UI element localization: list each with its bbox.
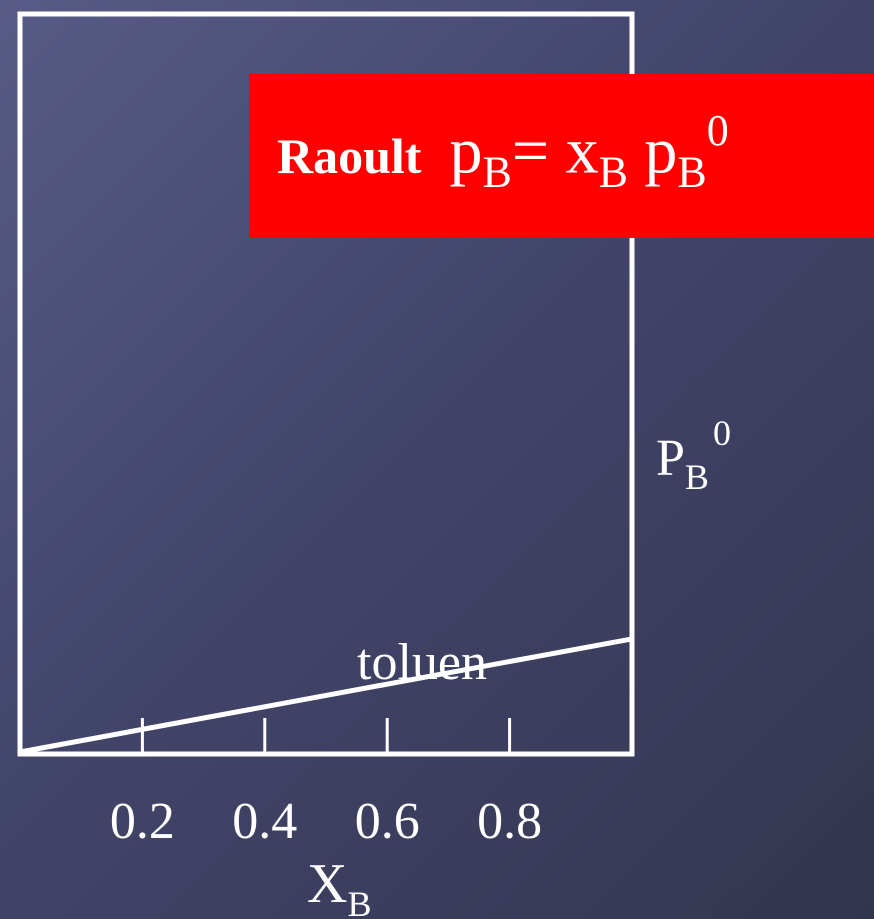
formula-term2-sub: B bbox=[677, 147, 707, 197]
x-tick-label-0: 0.2 bbox=[110, 793, 175, 850]
x-ticks bbox=[140, 718, 512, 752]
x-tick-label-2: 0.6 bbox=[355, 793, 420, 850]
formula-term1-sub: B bbox=[598, 147, 628, 197]
region-label: toluen bbox=[357, 634, 487, 691]
formula-term1: x bbox=[565, 114, 599, 188]
plot-frame bbox=[17, 11, 635, 757]
end-value-label: PB0 bbox=[656, 413, 731, 497]
x-tick-labels: 0.2 0.4 0.6 0.8 bbox=[110, 793, 542, 850]
formula-term2-sup: 0 bbox=[706, 106, 729, 156]
x-tick-label-1: 0.4 bbox=[232, 793, 297, 850]
series-line-0 bbox=[19, 636, 633, 755]
raoult-formula: pB= xB pB0 bbox=[449, 109, 728, 194]
x-tick-label-3: 0.8 bbox=[477, 793, 542, 850]
series-layer bbox=[19, 636, 633, 755]
raoult-law-box: Raoult pB= xB pB0 bbox=[249, 74, 874, 238]
formula-lhs: p bbox=[449, 114, 483, 188]
formula-lhs-sub: B bbox=[482, 147, 512, 197]
formula-equals: = bbox=[511, 114, 550, 188]
x-axis-label: XB bbox=[307, 853, 371, 919]
formula-term2: p bbox=[644, 114, 678, 188]
raoult-name: Raoult bbox=[277, 128, 422, 184]
